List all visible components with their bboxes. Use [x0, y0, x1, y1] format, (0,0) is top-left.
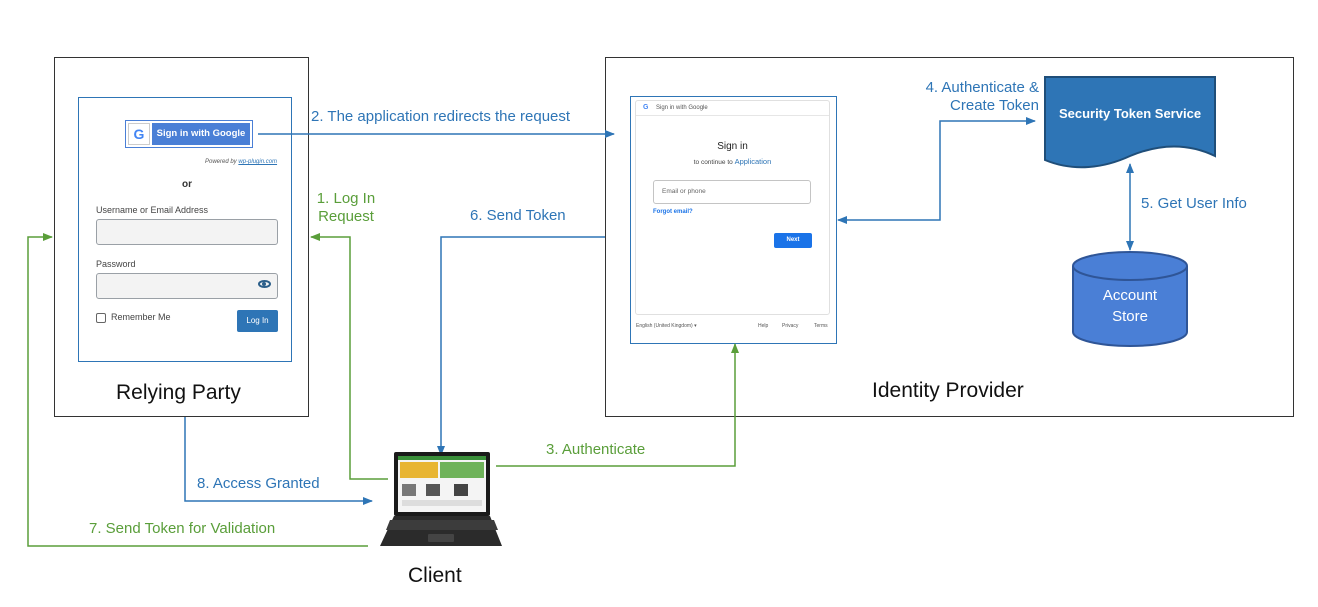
client-label: Client: [408, 564, 462, 587]
powered-link[interactable]: wp-plugin.com: [238, 159, 278, 165]
application-link: Application: [734, 157, 772, 166]
password-label: Password: [96, 259, 136, 269]
email-input[interactable]: Email or phone: [653, 180, 811, 204]
database-icon: [1072, 251, 1188, 347]
arrow-login-request: [310, 233, 388, 480]
signin-title: Sign in: [717, 141, 748, 152]
or-divider: or: [182, 179, 192, 190]
password-input[interactable]: [96, 273, 278, 299]
login-button[interactable]: Log In: [237, 310, 278, 332]
arrow-send-token: [437, 236, 605, 456]
terms-link[interactable]: Terms: [814, 323, 828, 329]
step-4-label: 4. Authenticate & Create Token: [925, 79, 1039, 114]
google-signin-label: Sign in with Google: [152, 123, 250, 145]
arrow-authenticate: [496, 343, 739, 467]
eye-icon[interactable]: [258, 280, 271, 288]
sts-label: Security Token Service: [1058, 106, 1202, 121]
google-signin-panel: G Sign in with Google Sign in to continu…: [630, 96, 837, 344]
google-signin-header: G Sign in with Google: [636, 101, 829, 116]
step-3-label: 3. Authenticate: [546, 441, 646, 458]
google-icon: G: [643, 104, 649, 111]
forgot-email-link[interactable]: Forgot email?: [653, 209, 693, 215]
arrow-authenticate-create-token: [837, 117, 1036, 224]
google-signin-card: G Sign in with Google Sign in to continu…: [635, 100, 830, 315]
step-7-label: 7. Send Token for Validation: [89, 520, 276, 537]
remember-me-label: Remember Me: [111, 312, 171, 322]
step-6-label: 6. Send Token: [470, 207, 566, 224]
account-store: Account Store: [1072, 251, 1188, 347]
arrow-access-granted: [184, 417, 373, 505]
security-token-service: Security Token Service: [1044, 76, 1216, 170]
username-input[interactable]: [96, 219, 278, 245]
language-select[interactable]: English (United Kingdom) ▾: [636, 323, 697, 329]
privacy-link[interactable]: Privacy: [782, 323, 799, 329]
arrow-send-token-validation: [27, 233, 368, 547]
google-footer: English (United Kingdom) ▾ Help Privacy …: [636, 323, 830, 333]
powered-by-text: Powered by wp-plugin.com: [205, 159, 278, 165]
account-store-label: Account Store: [1102, 287, 1158, 325]
laptop-icon: [380, 450, 502, 550]
step-2-label: 2. The application redirects the request: [311, 108, 571, 125]
google-icon: G: [128, 123, 150, 145]
step-5-label: 5. Get User Info: [1141, 195, 1247, 212]
help-link[interactable]: Help: [758, 323, 769, 329]
remember-me-checkbox[interactable]: [96, 313, 106, 323]
username-label: Username or Email Address: [96, 205, 209, 215]
google-signin-button[interactable]: G Sign in with Google: [125, 120, 253, 148]
step-1-label: 1. Log In Request: [316, 190, 376, 225]
continue-text: to continue to Application: [693, 157, 772, 166]
relying-party-label: Relying Party: [116, 381, 241, 404]
relying-party-login-form: G Sign in with Google Powered by wp-plug…: [78, 97, 292, 362]
identity-provider-label: Identity Provider: [872, 379, 1024, 402]
step-8-label: 8. Access Granted: [197, 475, 320, 492]
document-shape-icon: [1044, 76, 1216, 169]
next-button[interactable]: Next: [774, 233, 812, 248]
